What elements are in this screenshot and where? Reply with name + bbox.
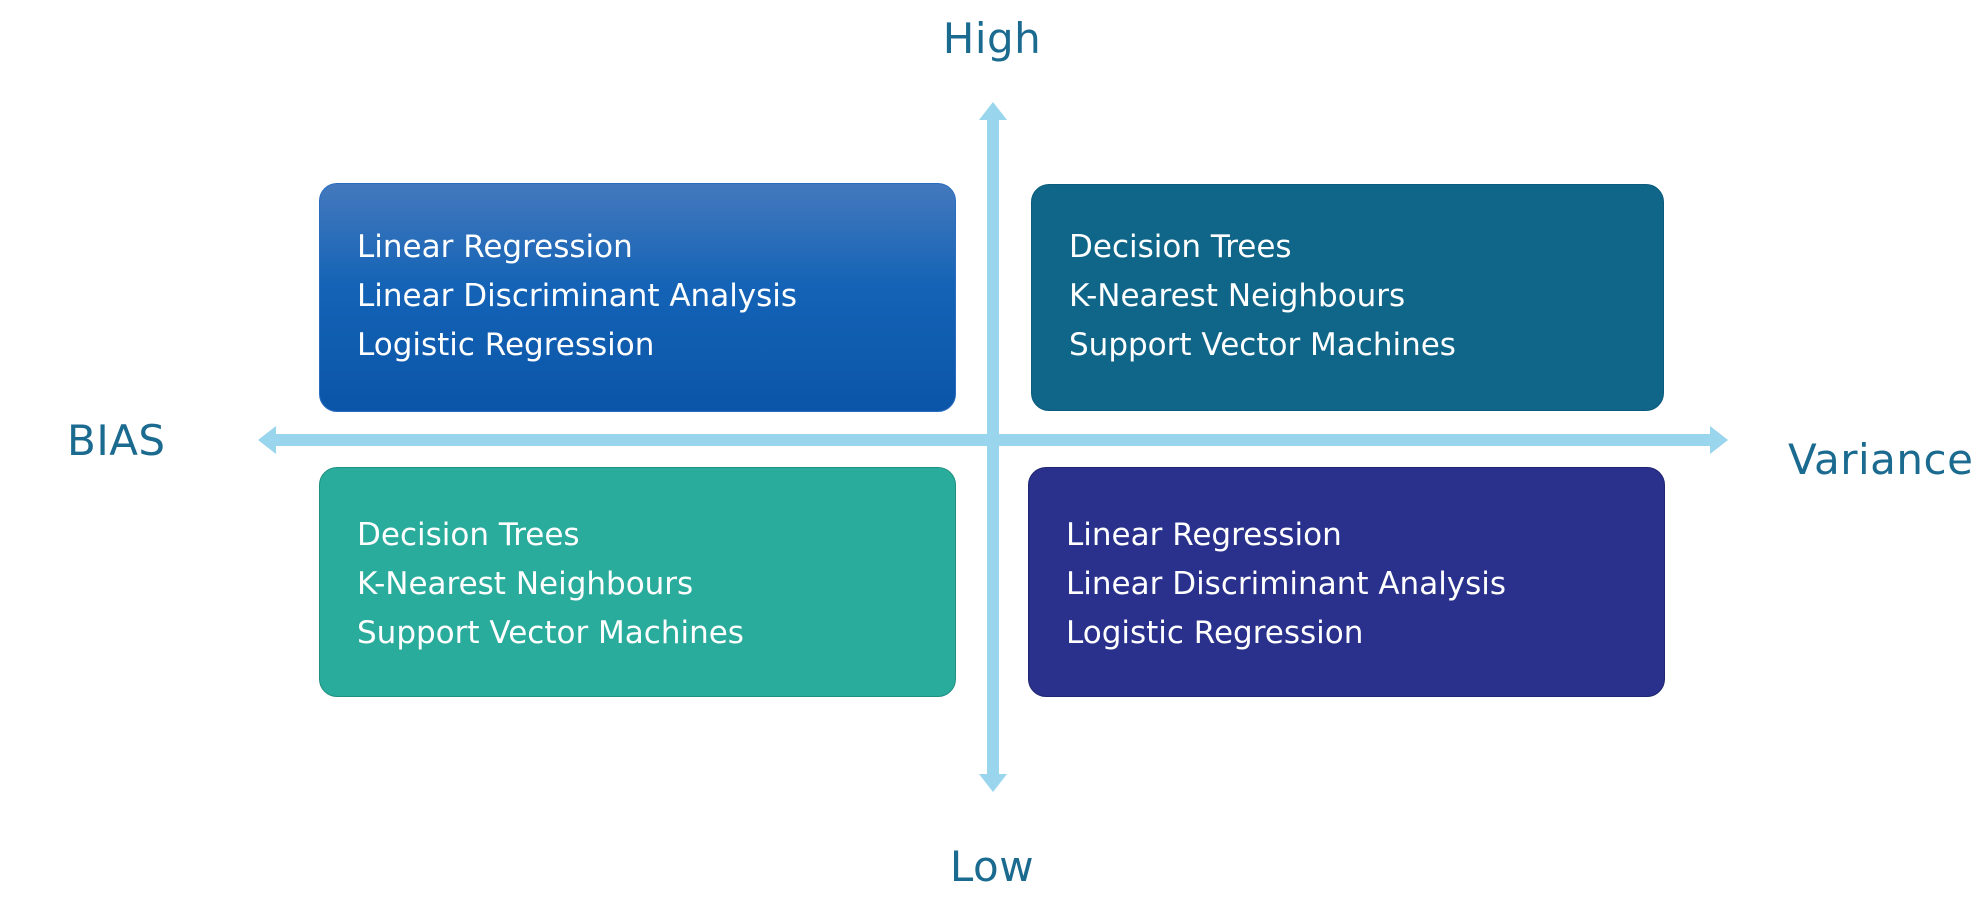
right-arrowhead-icon	[1710, 426, 1728, 454]
quadrant-item: Linear Discriminant Analysis	[357, 278, 798, 314]
quadrant-item: Decision Trees	[357, 517, 580, 553]
quadrant-bottom-left: Decision Trees K-Nearest Neighbours Supp…	[319, 467, 956, 697]
quadrant-item: Linear Regression	[1066, 517, 1342, 553]
up-arrowhead-icon	[979, 102, 1007, 120]
quadrant-item: Support Vector Machines	[1069, 327, 1456, 363]
quadrant-item: Linear Regression	[357, 229, 633, 265]
axis-label-bias: BIAS	[67, 416, 166, 465]
quadrant-item: K-Nearest Neighbours	[357, 566, 694, 602]
quadrant-item: Support Vector Machines	[357, 615, 744, 651]
quadrant-item: Linear Discriminant Analysis	[1066, 566, 1507, 602]
quadrant-top-right: Decision Trees K-Nearest Neighbours Supp…	[1031, 184, 1664, 411]
quadrant-item: K-Nearest Neighbours	[1069, 278, 1406, 314]
axis-label-high: High	[942, 14, 1042, 63]
quadrant-top-left: Linear Regression Linear Discriminant An…	[319, 183, 956, 412]
quadrant-item: Logistic Regression	[357, 327, 655, 363]
down-arrowhead-icon	[979, 774, 1007, 792]
axis-label-low: Low	[949, 842, 1035, 891]
quadrant-bottom-right: Linear Regression Linear Discriminant An…	[1028, 467, 1665, 697]
left-arrowhead-icon	[258, 426, 276, 454]
axis-label-variance: Variance	[1788, 435, 1974, 484]
quadrant-item: Logistic Regression	[1066, 615, 1364, 651]
quadrant-item: Decision Trees	[1069, 229, 1292, 265]
